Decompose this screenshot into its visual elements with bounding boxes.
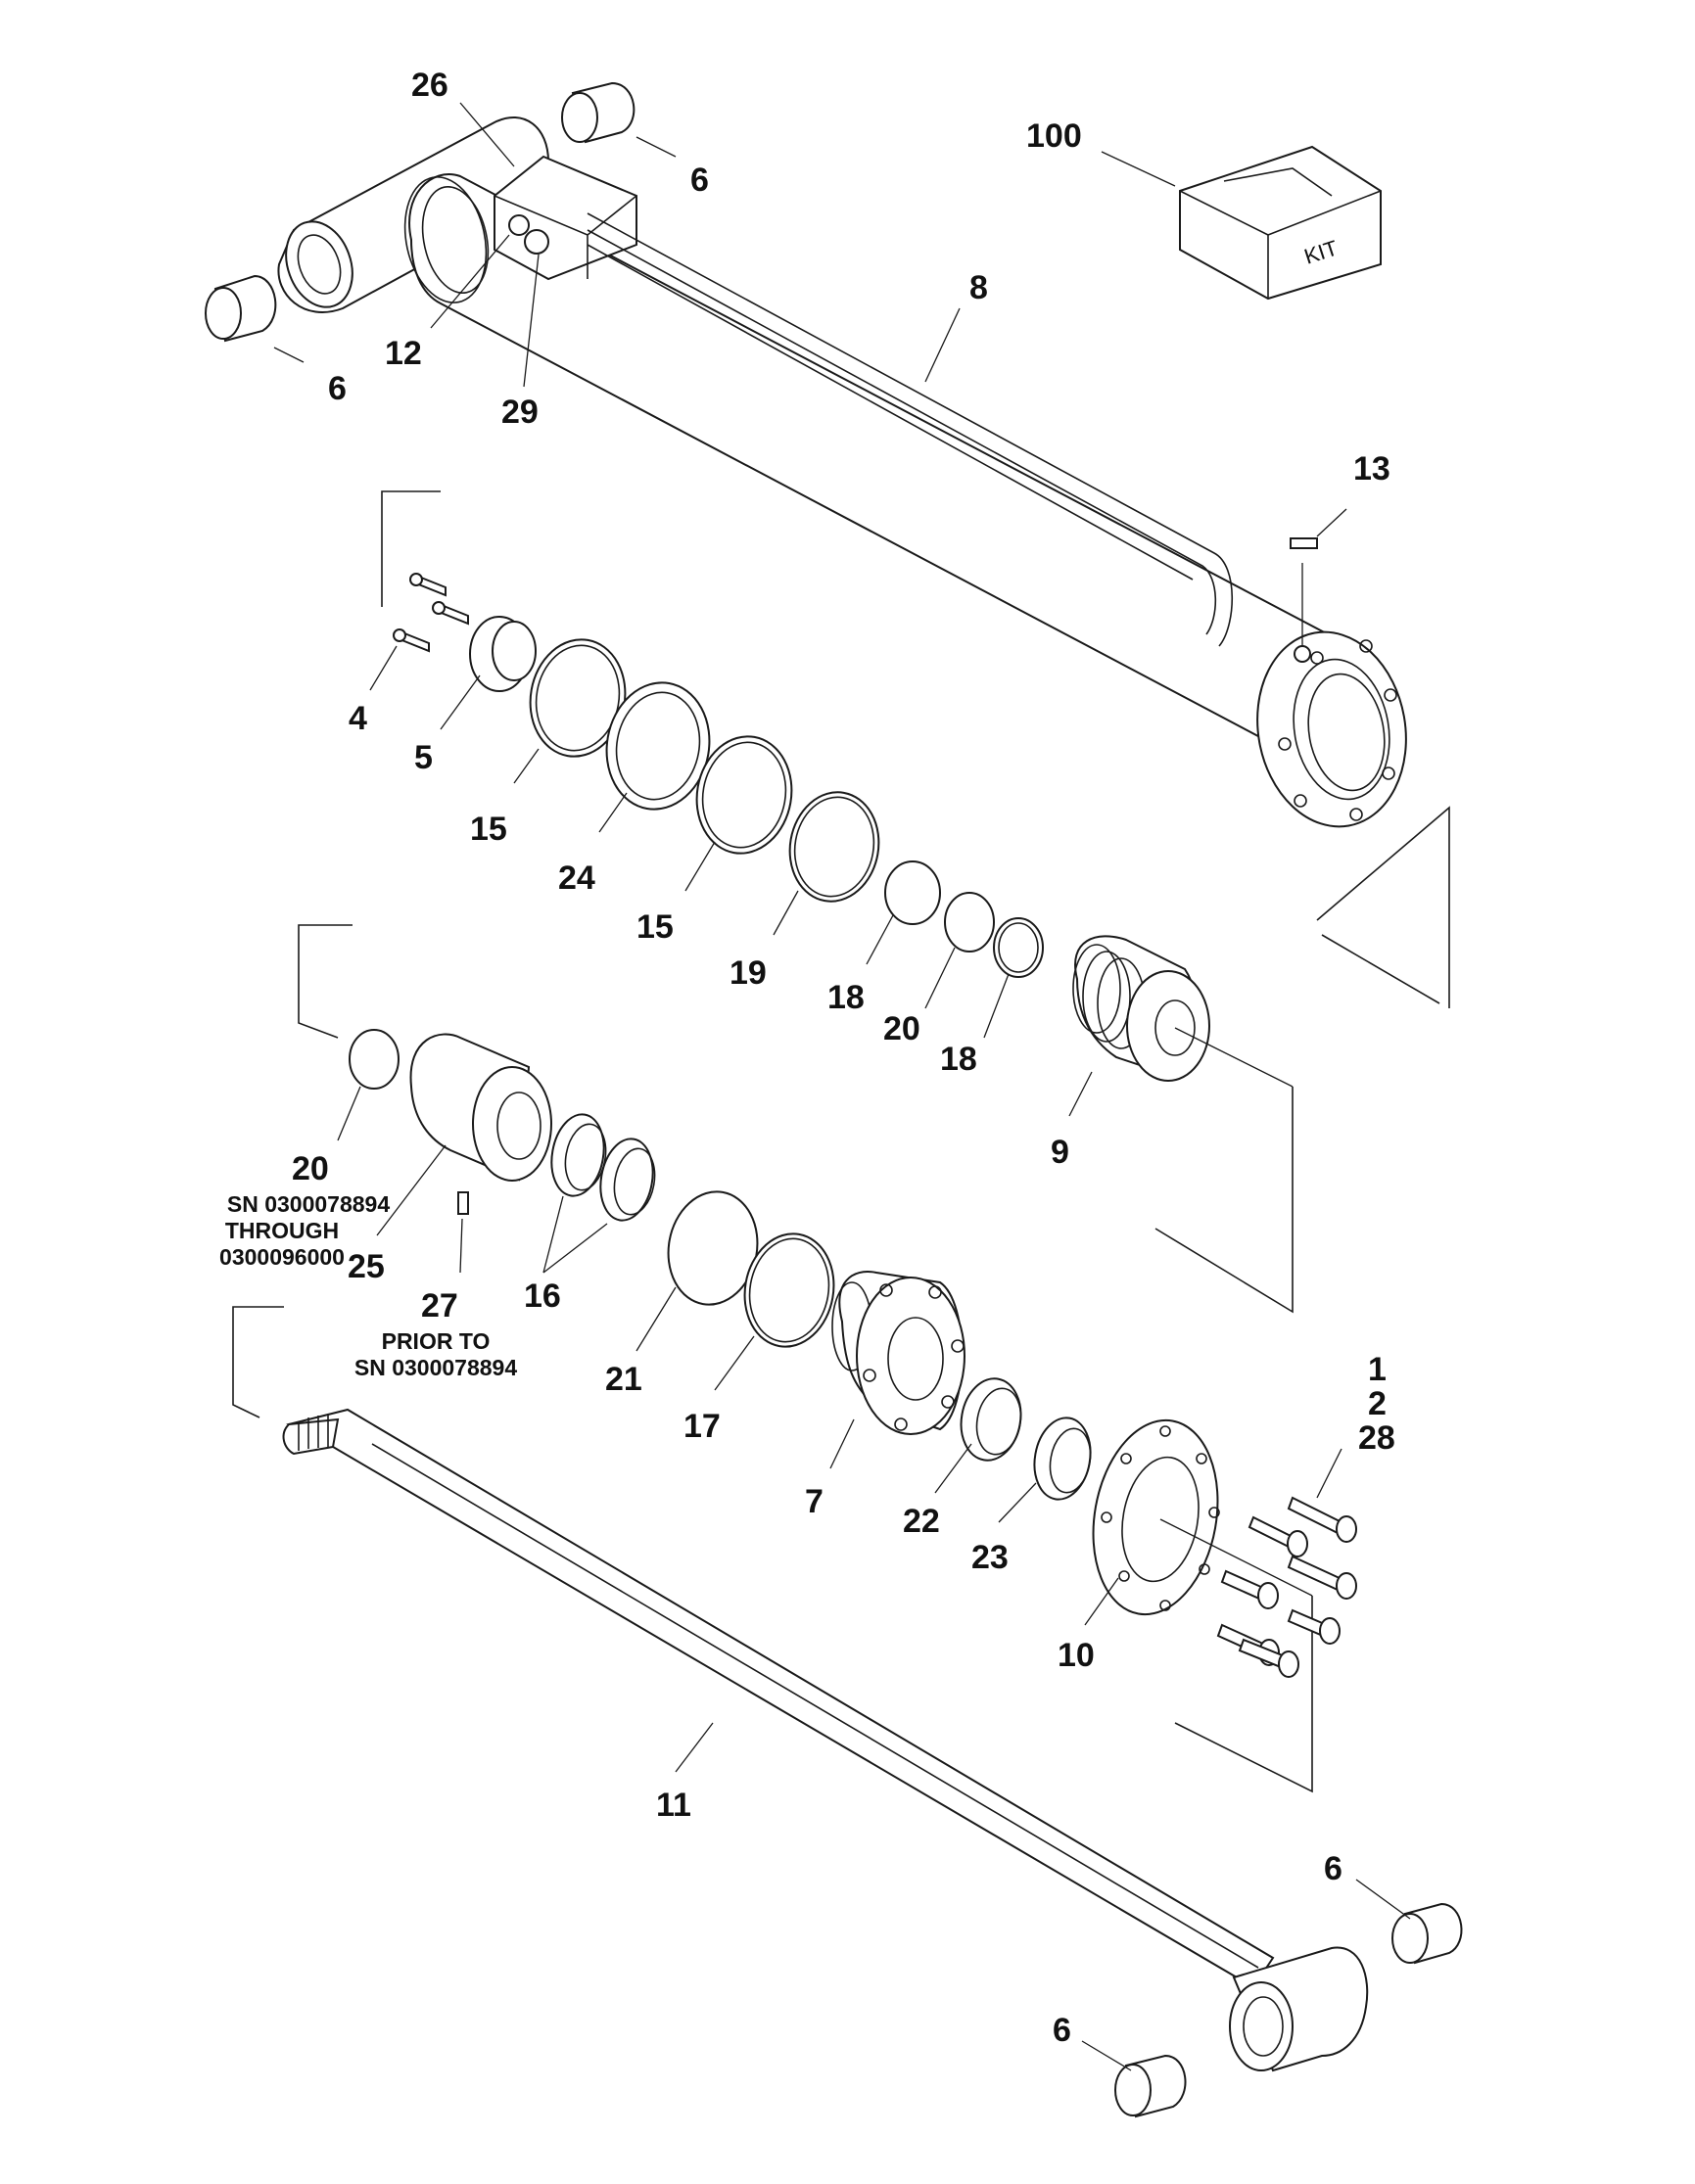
wiper-23: [1033, 1417, 1092, 1501]
callout-17: 17: [683, 1408, 721, 1445]
oring-18b: [993, 917, 1044, 978]
callout-7: 7: [805, 1483, 824, 1520]
callout-2: 2: [1368, 1385, 1387, 1422]
callout-1: 1: [1368, 1351, 1387, 1388]
callout-18-a: 18: [827, 979, 865, 1016]
rod-gland: [831, 1271, 965, 1435]
callout-26: 26: [411, 67, 448, 104]
callout-6-bottom-left: 6: [1053, 2012, 1071, 2049]
seal-15b: [695, 735, 793, 855]
callout-21: 21: [605, 1361, 642, 1398]
callout-100: 100: [1026, 117, 1082, 155]
piston-nut: [469, 616, 537, 692]
wear-ring-b: [599, 1138, 654, 1222]
callout-22: 22: [903, 1503, 940, 1540]
callout-18-b: 18: [940, 1041, 977, 1078]
seal-19: [788, 791, 880, 903]
note-20-line1: SN 0300078894: [227, 1191, 390, 1217]
callout-15-b: 15: [636, 908, 674, 946]
bushing-bottom-right: [1391, 1902, 1463, 1965]
callout-24: 24: [558, 860, 595, 897]
callout-23: 23: [971, 1539, 1009, 1576]
callout-12: 12: [385, 335, 422, 372]
callout-10: 10: [1058, 1637, 1095, 1674]
callout-19: 19: [730, 954, 767, 992]
callout-9: 9: [1051, 1134, 1069, 1171]
bushing-bottom-left: [1114, 2054, 1187, 2118]
ring-17: [743, 1232, 835, 1348]
callout-labels: 26 6 100 6 12 29 8 13 4 5 15 24 15 19 18…: [292, 67, 1395, 2049]
callout-20-a: 20: [883, 1010, 920, 1047]
note-27-line1: PRIOR TO: [382, 1328, 491, 1354]
callout-13: 13: [1353, 450, 1390, 488]
callout-16: 16: [524, 1278, 561, 1315]
callout-11: 11: [656, 1787, 691, 1824]
retainer-plate: [1092, 1418, 1220, 1616]
oring-20a: [944, 892, 995, 953]
spacer-tube: [409, 1033, 552, 1182]
bushing-top: [561, 81, 636, 144]
callout-27: 27: [421, 1287, 458, 1324]
piston-rod: [282, 1408, 1369, 2072]
callout-4: 4: [349, 700, 367, 737]
leader-lines: [273, 102, 1411, 2071]
callout-6-left: 6: [328, 370, 347, 407]
cap-screws: [1216, 1496, 1357, 1678]
bushing-left: [205, 274, 277, 343]
note-27-line2: SN 0300078894: [354, 1355, 517, 1380]
callout-20-b: 20: [292, 1150, 329, 1187]
piston: [1072, 935, 1210, 1082]
note-20-line3: 0300096000: [219, 1244, 345, 1270]
oring-18a: [884, 860, 941, 925]
callout-8: 8: [969, 269, 988, 306]
serial-notes: SN 0300078894 THROUGH 0300096000 PRIOR T…: [219, 1191, 517, 1380]
kit-box: KIT: [1179, 145, 1382, 301]
callout-15-a: 15: [470, 811, 507, 848]
set-screw: [457, 1191, 469, 1215]
callout-6-top: 6: [690, 162, 709, 199]
callout-25: 25: [348, 1248, 385, 1285]
seal-24: [605, 681, 711, 811]
bolts-4: [393, 573, 469, 653]
cylinder-barrel: [277, 116, 1407, 828]
callout-6-bottom-right: 6: [1324, 1850, 1342, 1887]
note-20-line2: THROUGH: [225, 1218, 339, 1243]
callout-28: 28: [1358, 1419, 1395, 1457]
oring-20b: [349, 1029, 400, 1090]
wear-ring-a: [550, 1113, 605, 1197]
callout-5: 5: [414, 739, 433, 776]
callout-29: 29: [501, 394, 539, 431]
